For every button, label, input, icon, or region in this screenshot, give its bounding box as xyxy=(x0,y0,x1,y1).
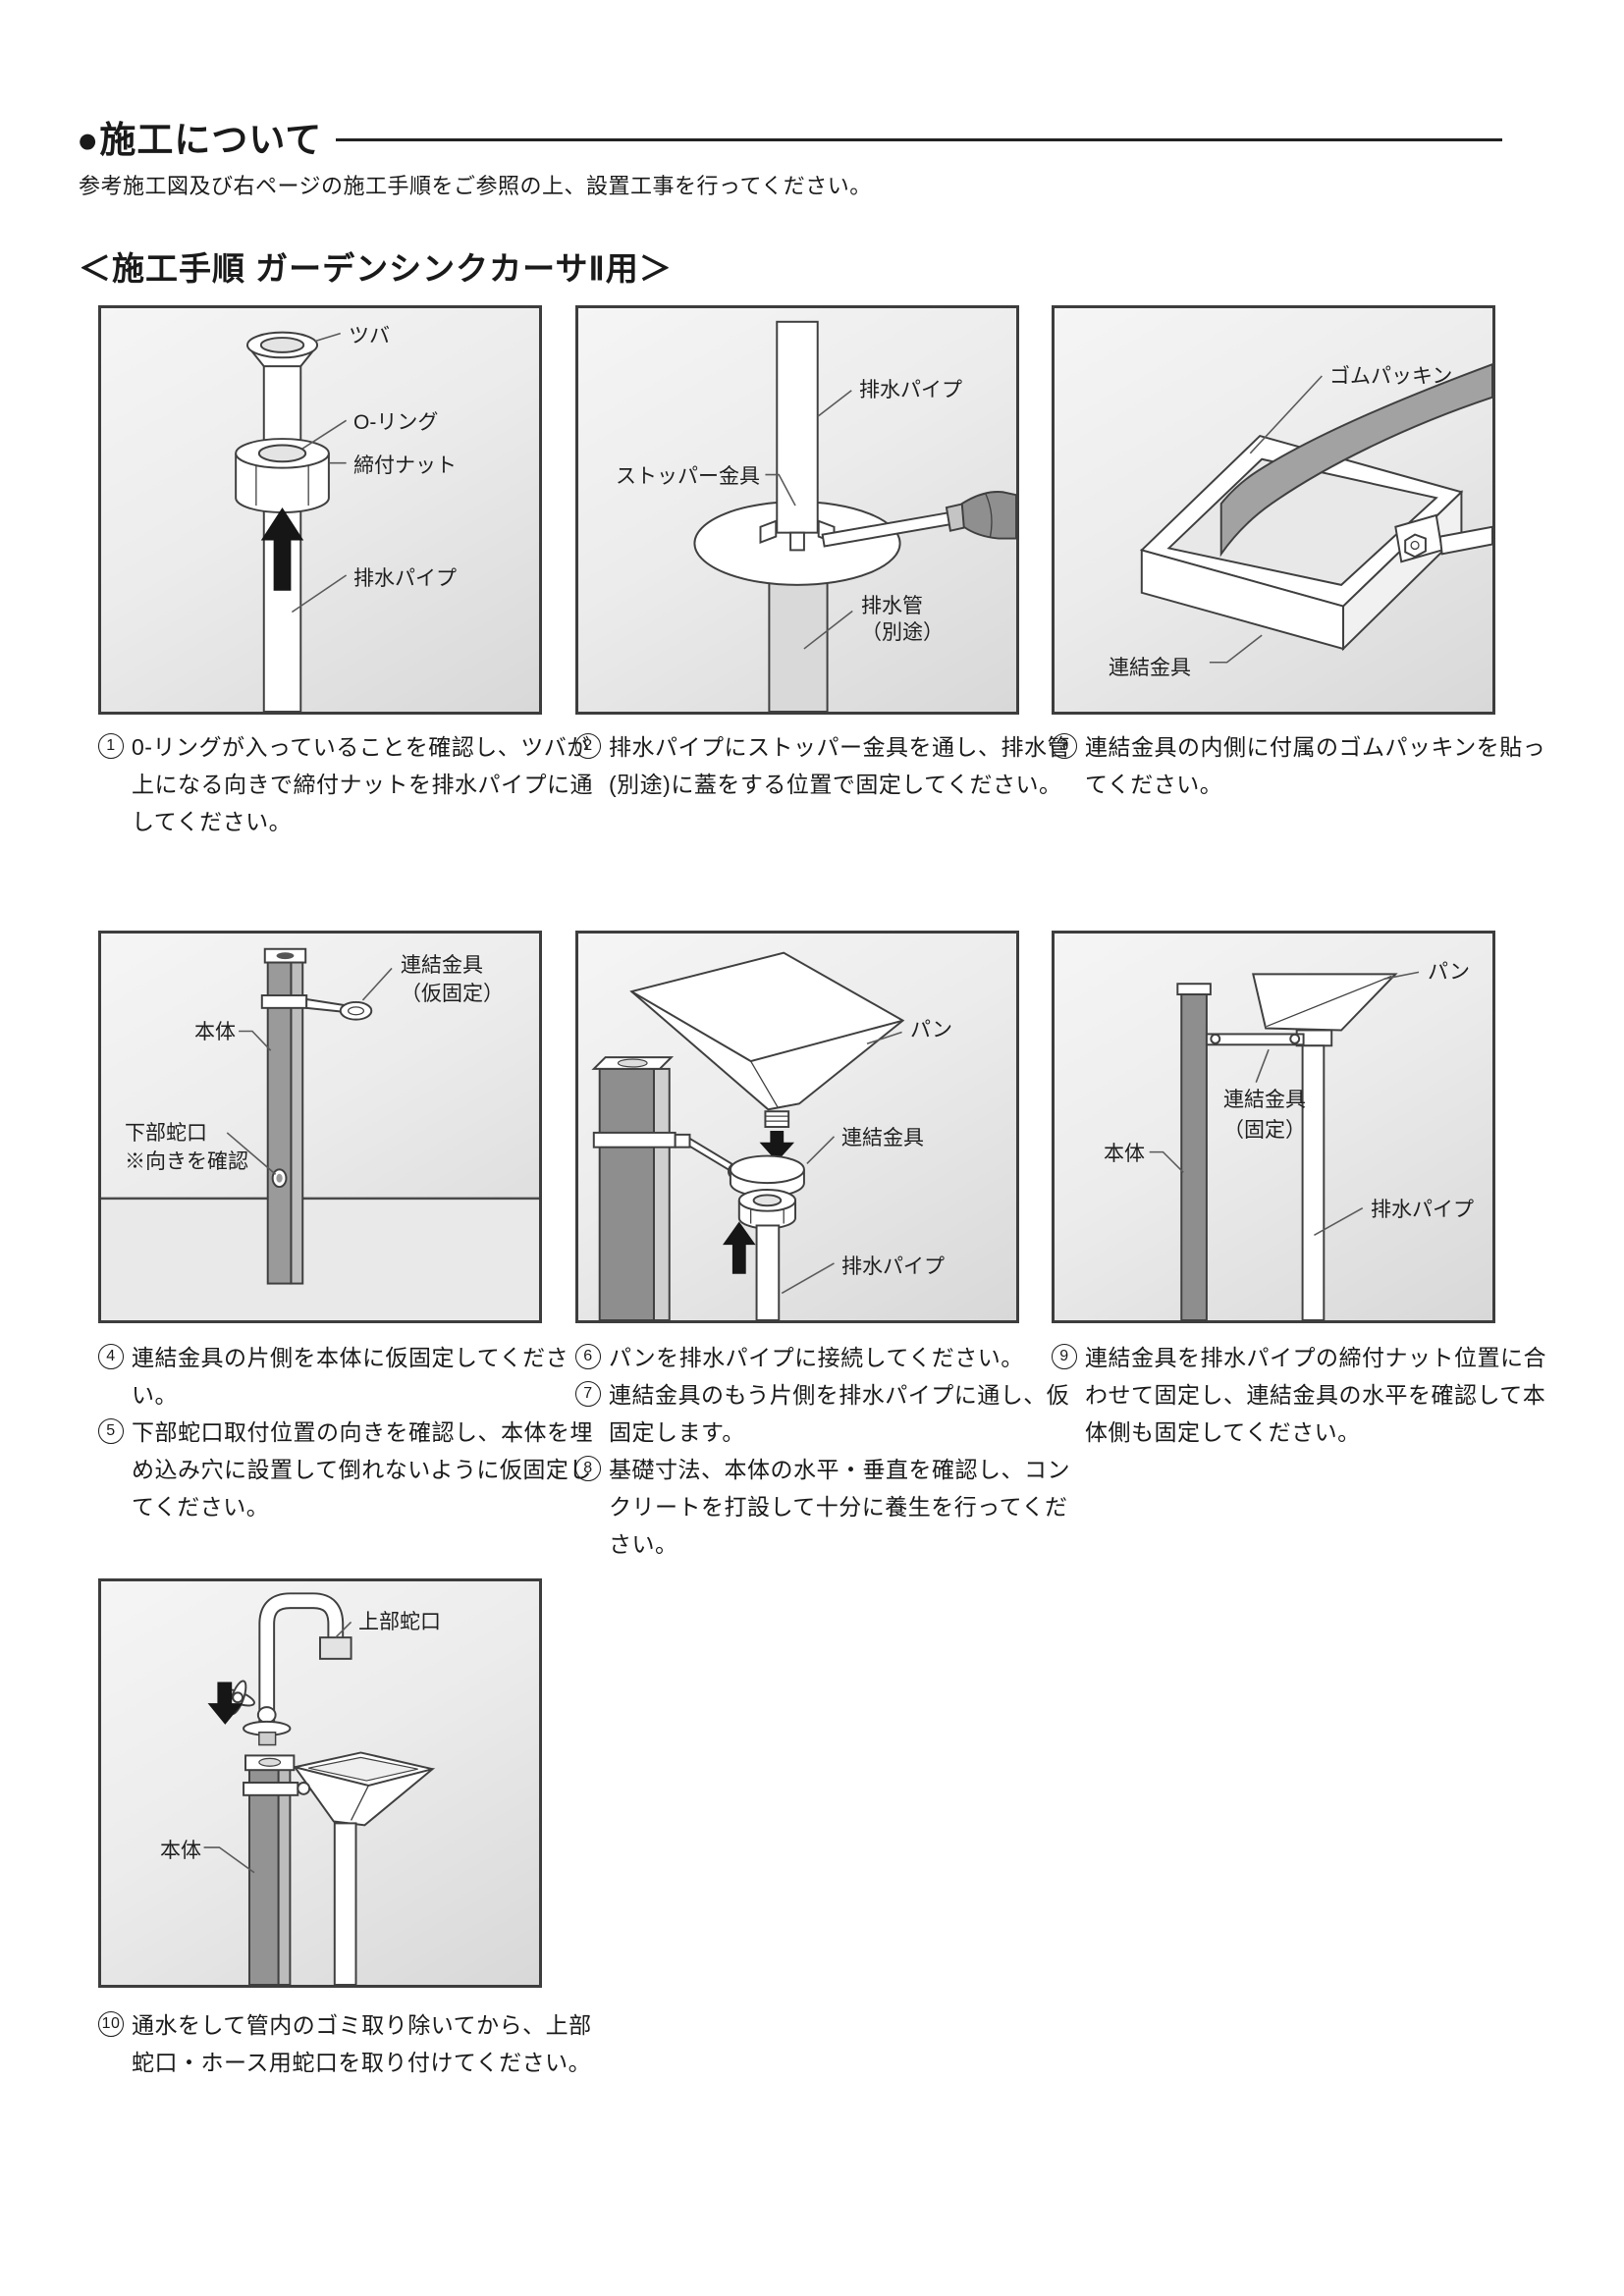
instruction-step-4: 4 連結金具の片側を本体に仮固定してください。 xyxy=(98,1339,597,1414)
illustration-panel-step2: 排水パイプ ストッパー金具 排水管 （別途） xyxy=(575,305,1019,715)
caption-step-10: 10 通水をして管内のゴミ取り除いてから、上部蛇口・ホース用蛇口を取り付けてくだ… xyxy=(98,2006,597,2081)
label-check-direction: ※向きを確認 xyxy=(125,1150,248,1173)
arrow-down-icon xyxy=(759,1130,795,1162)
step6-drawing xyxy=(591,951,905,1320)
step-text: 0-リングが入っていることを確認し、ツバが上になる向きで締付ナットを排水パイプに… xyxy=(132,734,593,834)
label-pan: パン xyxy=(910,1019,953,1041)
illustration-panel-step9: パン 連結金具 （固定） 本体 排水パイプ xyxy=(1052,931,1495,1323)
label-oring: O-リング xyxy=(353,411,439,434)
step1-drawing xyxy=(235,331,348,712)
caption-step-9: 9 連結金具を排水パイプの締付ナット位置に合わせて固定し、連結金具の水平を確認し… xyxy=(1052,1339,1550,1451)
instruction-step-9: 9 連結金具を排水パイプの締付ナット位置に合わせて固定し、連結金具の水平を確認し… xyxy=(1052,1339,1550,1451)
label-tsuba: ツバ xyxy=(349,325,390,347)
instruction-step-10: 10 通水をして管内のゴミ取り除いてから、上部蛇口・ホース用蛇口を取り付けてくだ… xyxy=(98,2006,597,2081)
label-pan: パン xyxy=(1428,961,1471,984)
label-body: 本体 xyxy=(194,1021,236,1043)
step-number: 3 xyxy=(1052,733,1077,759)
label-nut: 締付ナット xyxy=(353,454,457,477)
illustration-panel-step1: ツバ O-リング 締付ナット 排水パイプ xyxy=(98,305,542,715)
label-fixed: （固定） xyxy=(1223,1119,1306,1142)
instruction-step-6: 6 パンを排水パイプに接続してください。 xyxy=(575,1339,1074,1376)
illustration-panel-step6: パン 連結金具 排水パイプ xyxy=(575,931,1019,1323)
arrow-up-icon xyxy=(260,507,304,591)
step-number: 9 xyxy=(1052,1344,1077,1369)
step-text: 排水パイプにストッパー金具を通し、排水管(別途)に蓋をする位置で固定してください… xyxy=(609,734,1070,797)
label-separate: （別途） xyxy=(861,621,944,644)
step-number: 2 xyxy=(575,733,601,759)
rubber-packing-strip xyxy=(1219,363,1492,558)
step-number: 5 xyxy=(98,1418,124,1444)
label-drainpipe: 排水パイプ xyxy=(353,567,457,590)
caption-steps-6-8: 6 パンを排水パイプに接続してください。 7 連結金具のもう片側を排水パイプに通… xyxy=(575,1339,1074,1563)
caption-step-3: 3 連結金具の内側に付属のゴムパッキンを貼ってください。 xyxy=(1052,728,1550,803)
arrow-up-icon xyxy=(723,1221,756,1274)
step-text: 基礎寸法、本体の水平・垂直を確認し、コンクリートを打設して十分に養生を行ってくだ… xyxy=(609,1457,1070,1557)
label-upper-faucet: 上部蛇口 xyxy=(358,1611,441,1633)
screwdriver-icon xyxy=(960,491,1016,540)
label-drainpipe: 排水パイプ xyxy=(841,1255,945,1278)
step-number: 4 xyxy=(98,1344,124,1369)
instruction-step-1: 1 0-リングが入っていることを確認し、ツバが上になる向きで締付ナットを排水パイ… xyxy=(98,728,597,840)
instruction-step-7: 7 連結金具のもう片側を排水パイプに通し、仮固定します。 xyxy=(575,1376,1074,1451)
page-header: ●施工について xyxy=(77,110,1502,163)
label-drainpipe: 排水パイプ xyxy=(859,379,962,401)
illustration-panel-step10: 上部蛇口 本体 xyxy=(98,1578,542,1988)
step3-drawing xyxy=(1139,363,1492,664)
caption-step-2: 2 排水パイプにストッパー金具を通し、排水管(別途)に蓋をする位置で固定してくだ… xyxy=(575,728,1074,803)
label-bracket: 連結金具 xyxy=(401,954,483,977)
header-rule xyxy=(336,137,1502,141)
label-drain-tube: 排水管 xyxy=(861,595,923,617)
instruction-step-8: 8 基礎寸法、本体の水平・垂直を確認し、コンクリートを打設して十分に養生を行って… xyxy=(575,1451,1074,1563)
step4-drawing xyxy=(101,947,539,1320)
label-body: 本体 xyxy=(160,1840,201,1862)
step-text: 下部蛇口取付位置の向きを確認し、本体を埋め込み穴に設置して倒れないように仮固定し… xyxy=(132,1419,593,1520)
intro-text: 参考施工図及び右ページの施工手順をご参照の上、設置工事を行ってください。 xyxy=(79,174,872,198)
step10-drawing xyxy=(203,1592,436,1985)
step-number: 1 xyxy=(98,733,124,759)
label-bracket: 連結金具 xyxy=(841,1127,924,1149)
instruction-step-2: 2 排水パイプにストッパー金具を通し、排水管(別途)に蓋をする位置で固定してくだ… xyxy=(575,728,1074,803)
step-number: 10 xyxy=(98,2011,124,2037)
illustration-panel-step3: ゴムパッキン 連結金具 xyxy=(1052,305,1495,715)
caption-steps-4-5: 4 連結金具の片側を本体に仮固定してください。 5 下部蛇口取付位置の向きを確認… xyxy=(98,1339,597,1525)
step9-drawing xyxy=(1149,971,1420,1320)
caption-step-1: 1 0-リングが入っていることを確認し、ツバが上になる向きで締付ナットを排水パイ… xyxy=(98,728,597,840)
label-drainpipe: 排水パイプ xyxy=(1371,1199,1474,1221)
label-bracket: 連結金具 xyxy=(1223,1089,1306,1111)
instruction-step-3: 3 連結金具の内側に付属のゴムパッキンを貼ってください。 xyxy=(1052,728,1550,803)
step-text: 連結金具を排水パイプの締付ナット位置に合わせて固定し、連結金具の水平を確認して本… xyxy=(1085,1345,1546,1445)
step-text: 連結金具の片側を本体に仮固定してください。 xyxy=(132,1345,569,1408)
step-number: 8 xyxy=(575,1456,601,1481)
instruction-step-5: 5 下部蛇口取付位置の向きを確認し、本体を埋め込み穴に設置して倒れないように仮固… xyxy=(98,1414,597,1525)
step2-drawing xyxy=(693,320,1016,712)
label-stopper: ストッパー金具 xyxy=(616,465,760,488)
step-text: 連結金具の内側に付属のゴムパッキンを貼ってください。 xyxy=(1085,734,1546,797)
step-number: 7 xyxy=(575,1381,601,1407)
page-title: ●施工について xyxy=(77,120,323,160)
step-text: 連結金具のもう片側を排水パイプに通し、仮固定します。 xyxy=(609,1382,1070,1445)
label-packing: ゴムパッキン xyxy=(1329,365,1453,388)
label-bracket: 連結金具 xyxy=(1109,657,1191,679)
label-temporary-fix: （仮固定） xyxy=(401,983,504,1005)
label-lower-faucet: 下部蛇口 xyxy=(125,1122,207,1145)
step-number: 6 xyxy=(575,1344,601,1369)
step-text: パンを排水パイプに接続してください。 xyxy=(609,1345,1024,1370)
label-body: 本体 xyxy=(1104,1143,1145,1165)
section-title: ＜施工手順 ガーデンシンクカーサⅡ用＞ xyxy=(79,250,673,287)
step-text: 通水をして管内のゴミ取り除いてから、上部蛇口・ホース用蛇口を取り付けてください。 xyxy=(132,2012,592,2075)
illustration-panel-step4: 連結金具 （仮固定） 本体 下部蛇口 ※向きを確認 xyxy=(98,931,542,1323)
